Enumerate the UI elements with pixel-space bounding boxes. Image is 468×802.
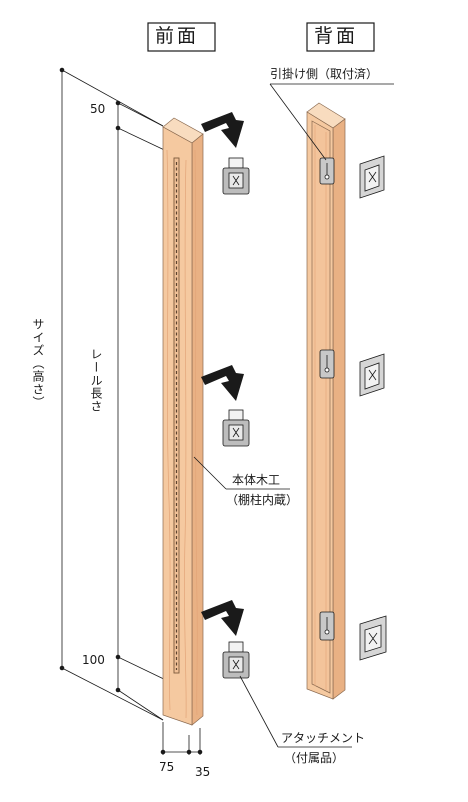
back-post [306,102,346,700]
attachment-label-line1: アタッチメント [281,731,366,745]
wall-bracket-middle [359,353,385,397]
attachment-middle [222,409,250,447]
front-view-label: 前面 [155,25,200,47]
dimension-dots [59,67,203,755]
rail-length-label: レール長さ [89,348,103,413]
back-hook-middle [319,349,335,379]
wall-bracket-top [359,155,385,199]
leader-lines [193,83,394,748]
wall-bracket-bottom [359,615,387,661]
back-hook-bottom [319,611,335,641]
depth-label: 35 [195,765,211,779]
attachments [222,157,250,679]
back-hook-top [319,157,335,185]
arrow-middle [201,365,244,401]
attachment-top [222,157,250,195]
arrow-bottom [201,600,244,636]
width-label: 75 [159,760,175,774]
overall-height-label: サイズ（高さ） [31,318,45,409]
hook-side-label: 引掛け側（取付済） [270,67,379,81]
arrow-top [201,112,244,148]
body-label-line2: （棚柱内蔵） [226,493,299,507]
attachment-label-line2: （付属品） [284,751,345,765]
top-offset-label: 50 [90,102,106,116]
back-title-box [306,22,375,52]
front-post [162,117,204,726]
wall-brackets [359,155,387,661]
front-title-box [147,22,216,52]
attachment-arrows [201,112,244,636]
back-view-label: 背面 [314,25,359,47]
body-label-line1: 本体木工 [232,473,281,487]
back-hooks [319,157,335,641]
attachment-bottom [222,641,250,679]
bottom-offset-label: 100 [82,653,105,667]
